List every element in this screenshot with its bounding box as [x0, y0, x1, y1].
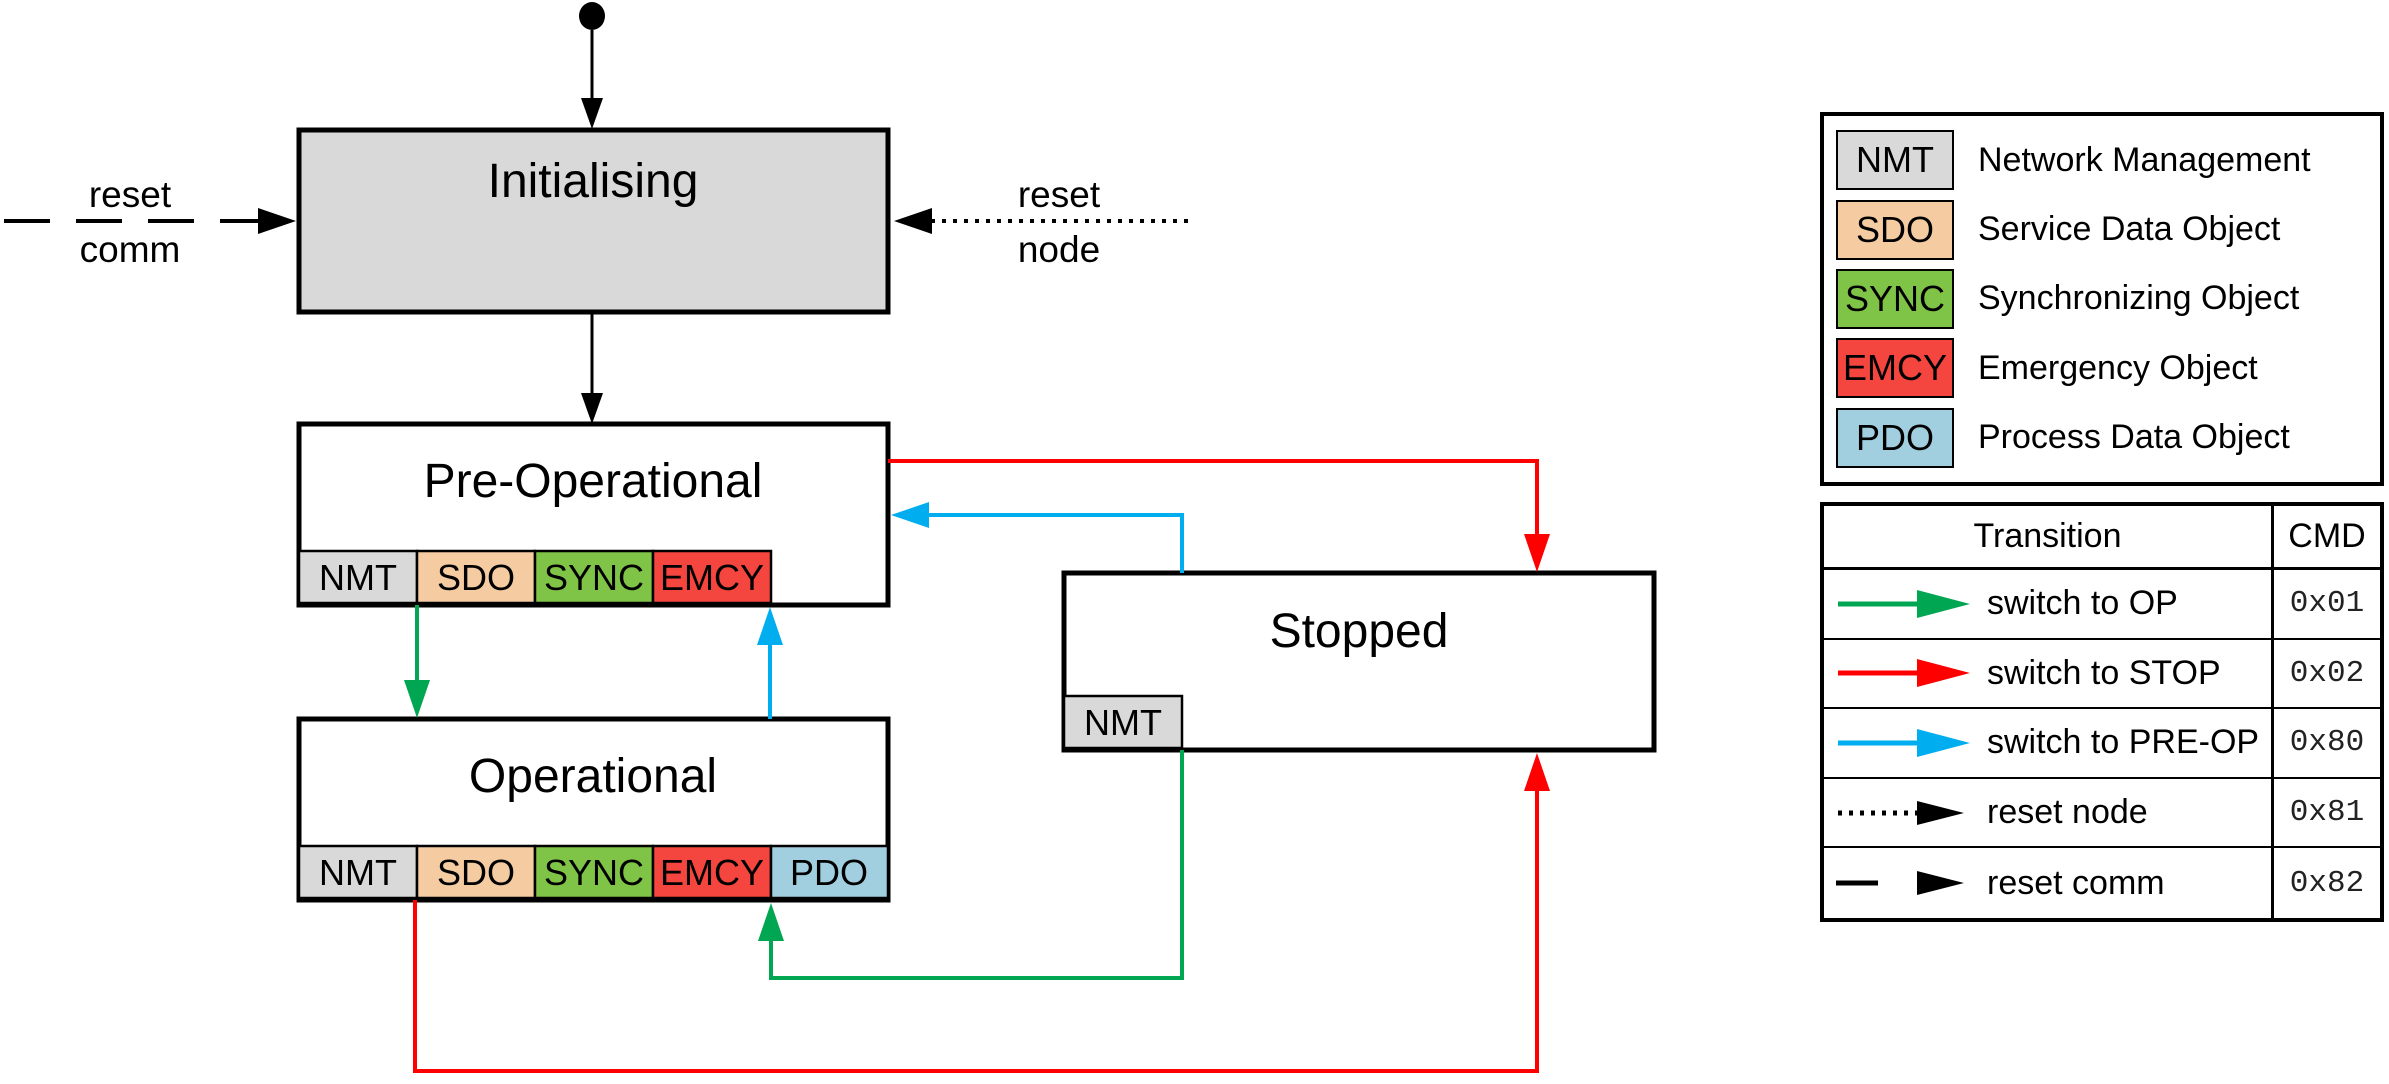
operational-tab-emcy: EMCY [651, 844, 773, 900]
reset-comm-label-line1: reset [89, 174, 172, 215]
edge-stopped-to-operational-switch-to-op [758, 750, 1184, 980]
svg-text:PDO: PDO [790, 852, 868, 893]
state-initialising-title: Initialising [488, 155, 699, 208]
state-stopped-title: Stopped [1270, 605, 1449, 658]
state-initialising-box [296, 127, 891, 315]
legend-item-emcy: EMCY Emergency Object [1824, 338, 2380, 399]
legend-item-nmt: NMT Network Management [1824, 130, 2380, 191]
legend-description: Network Management [1978, 140, 2311, 179]
legend-item-sync: SYNC Synchronizing Object [1824, 268, 2380, 329]
green-arrow-icon [1838, 589, 1970, 618]
legend-description: Synchronizing Object [1978, 279, 2300, 318]
blue-arrow-icon [1838, 728, 1970, 757]
reset-comm-label-line2: comm [80, 229, 181, 270]
state-preoperational-title: Pre-Operational [424, 455, 763, 508]
legend-swatch-nmt: NMT [1836, 130, 1954, 191]
transition-label: switch to OP [1987, 584, 2178, 623]
legend-swatch-sdo: SDO [1836, 199, 1954, 260]
operational-tab-sync: SYNC [533, 844, 655, 900]
legend-swatch-sync: SYNC [1836, 268, 1954, 329]
reset-node-label-line1: reset [1018, 174, 1101, 215]
dotted-arrow-icon [1838, 800, 1964, 825]
transition-row-switch-to-stop: switch to STOP [1824, 639, 2274, 710]
svg-text:NMT: NMT [319, 557, 397, 598]
cmd-value: 0x01 [2274, 570, 2380, 640]
svg-text:SDO: SDO [437, 557, 515, 598]
edge-preop-to-operational-switch-to-op [404, 605, 430, 718]
edge-operational-to-preop-switch-to-preop [757, 607, 783, 719]
transition-table-header-transition: Transition [1824, 506, 2274, 570]
transition-table-header-cmd: CMD [2274, 506, 2380, 570]
edge-preop-to-stopped-switch-to-stop [888, 459, 1550, 572]
cmd-value: 0x80 [2274, 709, 2380, 779]
svg-text:NMT: NMT [1084, 702, 1162, 743]
transition-row-switch-to-preop: switch to PRE-OP [1824, 709, 2274, 779]
edge-operational-to-stopped-switch-to-stop [413, 753, 1550, 1073]
legend-panel: NMT Network Management SDO Service Data … [1820, 112, 2384, 486]
transition-label: reset comm [1987, 863, 2165, 902]
operational-tab-nmt: NMT [297, 844, 419, 900]
transition-label: switch to STOP [1987, 653, 2221, 692]
red-arrow-icon [1838, 659, 1970, 688]
cmd-value: 0x81 [2274, 779, 2380, 849]
operational-tab-sdo: SDO [415, 844, 537, 900]
preop-tab-nmt: NMT [297, 549, 419, 605]
svg-text:SDO: SDO [437, 852, 515, 893]
legend-item-pdo: PDO Process Data Object [1824, 407, 2380, 468]
edge-stopped-to-preop-switch-to-preop [891, 502, 1184, 573]
svg-text:EMCY: EMCY [660, 852, 764, 893]
cmd-value: 0x02 [2274, 640, 2380, 710]
transition-table: Transition CMD switch to OP 0x01 switch … [1820, 502, 2384, 922]
legend-description: Process Data Object [1978, 418, 2290, 457]
legend-swatch-pdo: PDO [1836, 407, 1954, 468]
svg-text:EMCY: EMCY [660, 557, 764, 598]
preop-tab-emcy: EMCY [651, 549, 773, 605]
operational-tab-pdo: PDO [769, 844, 890, 900]
reset-node-label-line2: node [1018, 229, 1100, 270]
legend-swatch-emcy: EMCY [1836, 338, 1954, 399]
initial-state-dot [579, 2, 605, 30]
initialising-to-preop-arrowhead [581, 393, 603, 424]
transition-row-reset-comm: reset comm [1824, 848, 2274, 918]
legend-item-sdo: SDO Service Data Object [1824, 199, 2380, 260]
reset-node-arrowhead [894, 208, 932, 234]
state-operational-title: Operational [469, 750, 717, 803]
transition-row-reset-node: reset node [1824, 778, 2274, 849]
reset-comm-arrowhead [258, 208, 296, 234]
preop-tab-sync: SYNC [533, 549, 655, 605]
svg-text:SYNC: SYNC [544, 852, 644, 893]
legend-description: Service Data Object [1978, 210, 2281, 249]
transition-label: reset node [1987, 793, 2148, 832]
transition-row-switch-to-op: switch to OP [1824, 570, 2274, 640]
legend-description: Emergency Object [1978, 348, 2258, 387]
dashed-arrow-icon [1836, 871, 1964, 896]
transition-label: switch to PRE-OP [1987, 723, 2260, 762]
cmd-value: 0x82 [2289, 865, 2365, 901]
initial-to-initialising-arrowhead [581, 98, 603, 129]
svg-text:SYNC: SYNC [544, 557, 644, 598]
stopped-tab-nmt: NMT [1062, 694, 1184, 750]
svg-text:NMT: NMT [319, 852, 397, 893]
preop-tab-sdo: SDO [415, 549, 537, 605]
